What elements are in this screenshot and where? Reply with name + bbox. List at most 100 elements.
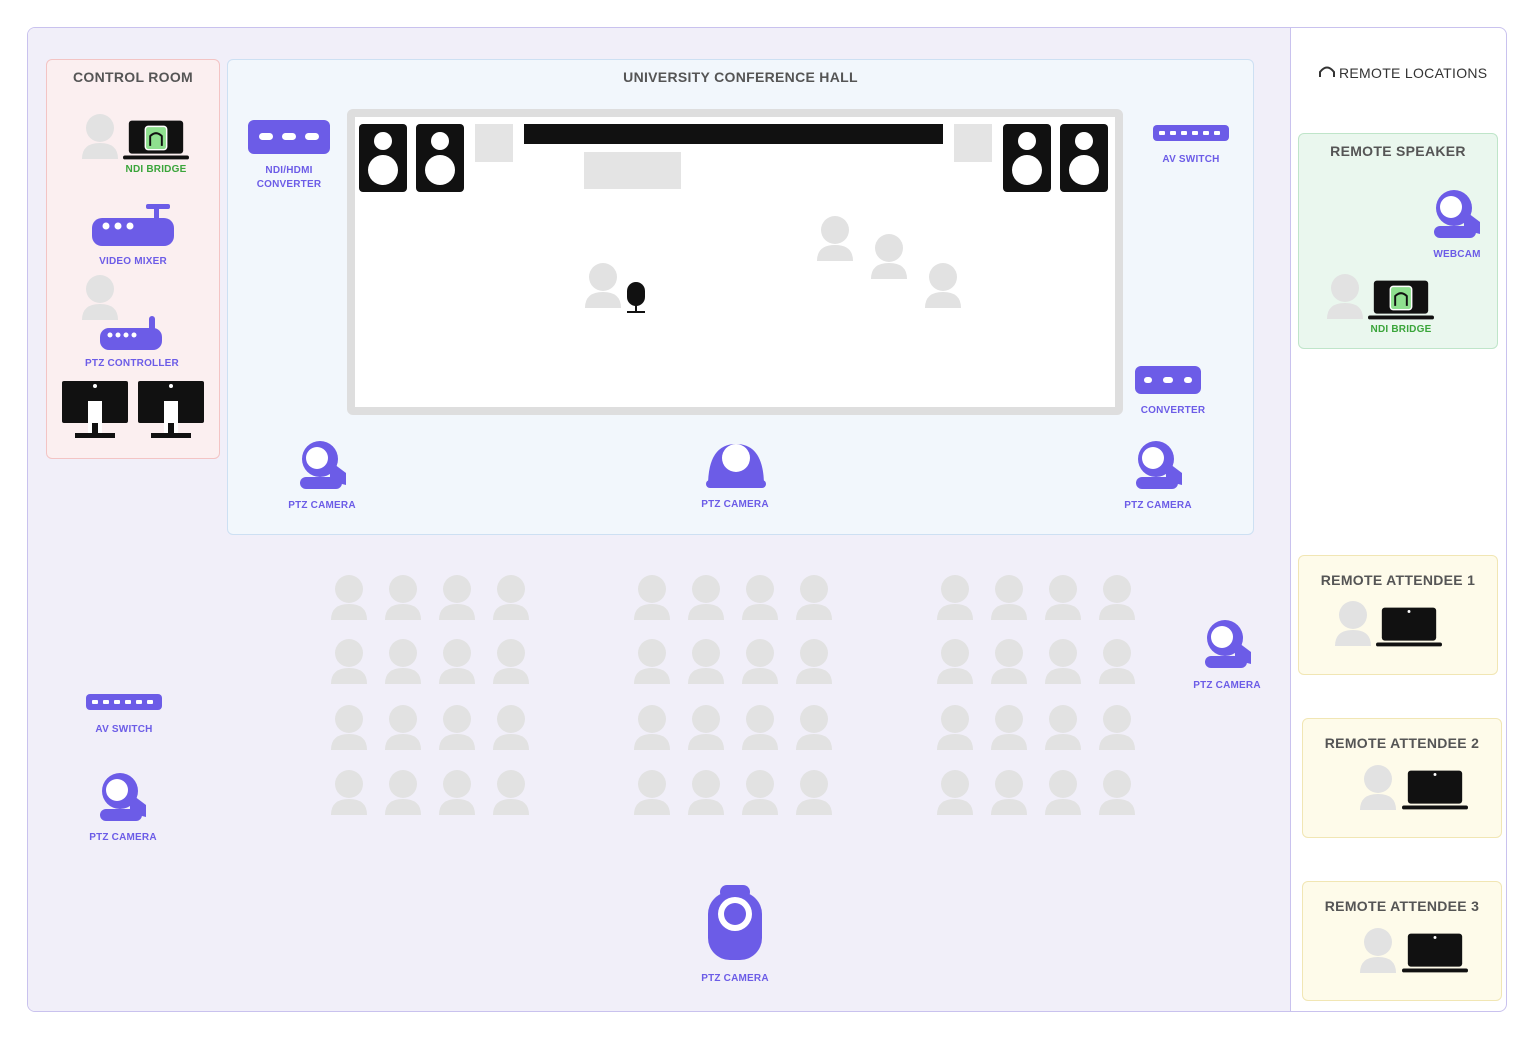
remote-attendee-icon <box>1358 927 1398 975</box>
remote-attendee-2-box <box>1302 718 1502 838</box>
audience-person-icon <box>686 638 726 686</box>
audience-person-icon <box>935 769 975 817</box>
ptz-camera-label: PTZ CAMERA <box>701 499 769 510</box>
ptz-camera-icon <box>1201 616 1255 670</box>
audience-person-icon <box>329 638 369 686</box>
speaker-icon <box>359 124 407 192</box>
ndi-bridge-label: NDI BRIDGE <box>1370 324 1432 335</box>
audience-person-icon <box>740 769 780 817</box>
audience-person-icon <box>437 769 477 817</box>
remote-speaker-person-icon <box>1325 273 1365 321</box>
audience-person-icon <box>437 704 477 752</box>
audience-person-icon <box>989 769 1029 817</box>
laptop-icon <box>1402 931 1468 975</box>
stage-box <box>475 124 513 162</box>
audience-person-icon <box>383 574 423 622</box>
audience-person-icon <box>632 638 672 686</box>
audience-person-icon <box>329 574 369 622</box>
ptz-controller-icon <box>100 316 162 350</box>
webcam-label: WEBCAM <box>1433 249 1481 260</box>
audience-person-icon <box>1097 574 1137 622</box>
arch-icon <box>1319 66 1335 77</box>
microphone-icon <box>627 282 645 313</box>
remote-attendee-1-title: REMOTE ATTENDEE 1 <box>1320 572 1476 588</box>
speaker-icon <box>1060 124 1108 192</box>
ptz-camera-label: PTZ CAMERA <box>288 500 356 511</box>
ptz-camera-icon <box>1132 437 1186 491</box>
audience-person-icon <box>686 769 726 817</box>
audience-person-icon <box>383 704 423 752</box>
audience-person-icon <box>1097 638 1137 686</box>
audience-person-icon <box>632 769 672 817</box>
av-switch-label: AV SWITCH <box>95 724 153 735</box>
audience-person-icon <box>383 638 423 686</box>
audience-person-icon <box>740 574 780 622</box>
ptz-camera-label: PTZ CAMERA <box>701 973 769 984</box>
audience-person-icon <box>935 638 975 686</box>
projection-screen <box>524 124 943 144</box>
audience-person-icon <box>935 704 975 752</box>
audience-person-icon <box>1043 704 1083 752</box>
stage-box <box>954 124 992 162</box>
ptz-camera-icon <box>708 885 762 960</box>
audience-person-icon <box>989 704 1029 752</box>
audience-person-icon <box>794 574 834 622</box>
audience-person-icon <box>1097 769 1137 817</box>
webcam-icon <box>1430 186 1484 240</box>
panelist-icon <box>923 262 963 310</box>
audience-person-icon <box>632 574 672 622</box>
hall-title: UNIVERSITY CONFERENCE HALL <box>623 69 858 85</box>
ndi-bridge-icon <box>1368 278 1434 322</box>
ptz-camera-label: PTZ CAMERA <box>1193 680 1261 691</box>
audience-person-icon <box>632 704 672 752</box>
laptop-icon <box>1376 605 1442 649</box>
monitor-icon <box>62 381 128 439</box>
audience-person-icon <box>437 574 477 622</box>
audience-person-icon <box>1043 574 1083 622</box>
converter-icon <box>1135 366 1201 394</box>
audience-person-icon <box>491 638 531 686</box>
ptz-camera-icon <box>96 769 150 823</box>
ptz-camera-icon <box>704 436 768 490</box>
audience-person-icon <box>989 638 1029 686</box>
audience-person-icon <box>1043 769 1083 817</box>
operator-icon <box>80 113 120 161</box>
ndi-hdmi-converter-icon <box>248 120 330 154</box>
ptz-controller-label: PTZ CONTROLLER <box>85 358 179 369</box>
av-switch-icon <box>86 694 162 710</box>
ndi-hdmi-line2: CONVERTER <box>256 179 322 190</box>
ndi-bridge-label: NDI BRIDGE <box>125 164 187 175</box>
presenter-icon <box>583 262 623 310</box>
audience-person-icon <box>437 638 477 686</box>
control-room-title: CONTROL ROOM <box>72 69 193 85</box>
audience-person-icon <box>794 769 834 817</box>
audience-person-icon <box>329 769 369 817</box>
audience-person-icon <box>329 704 369 752</box>
laptop-icon <box>1402 768 1468 812</box>
remote-speaker-title: REMOTE SPEAKER <box>1330 143 1466 159</box>
audience-person-icon <box>989 574 1029 622</box>
audience-person-icon <box>794 704 834 752</box>
av-switch-icon <box>1153 125 1229 141</box>
remote-attendee-3-box <box>1302 881 1502 1001</box>
ndi-hdmi-line1: NDI/HDMI <box>265 165 313 176</box>
av-switch-label: AV SWITCH <box>1162 154 1220 165</box>
converter-label: CONVERTER <box>1140 405 1206 416</box>
audience-person-icon <box>686 704 726 752</box>
speaker-icon <box>1003 124 1051 192</box>
audience-person-icon <box>935 574 975 622</box>
panelist-icon <box>815 215 855 263</box>
audience-person-icon <box>740 638 780 686</box>
video-mixer-label: VIDEO MIXER <box>99 256 167 267</box>
ptz-camera-label: PTZ CAMERA <box>1124 500 1192 511</box>
audience-person-icon <box>686 574 726 622</box>
audience-person-icon <box>794 638 834 686</box>
remote-attendee-2-title: REMOTE ATTENDEE 2 <box>1324 735 1480 751</box>
audience-person-icon <box>1043 638 1083 686</box>
ndi-bridge-icon <box>123 118 189 162</box>
remote-attendee-3-title: REMOTE ATTENDEE 3 <box>1324 898 1480 914</box>
speaker-icon <box>416 124 464 192</box>
ptz-camera-icon <box>296 437 350 491</box>
remote-attendee-icon <box>1333 600 1373 648</box>
audience-person-icon <box>491 769 531 817</box>
